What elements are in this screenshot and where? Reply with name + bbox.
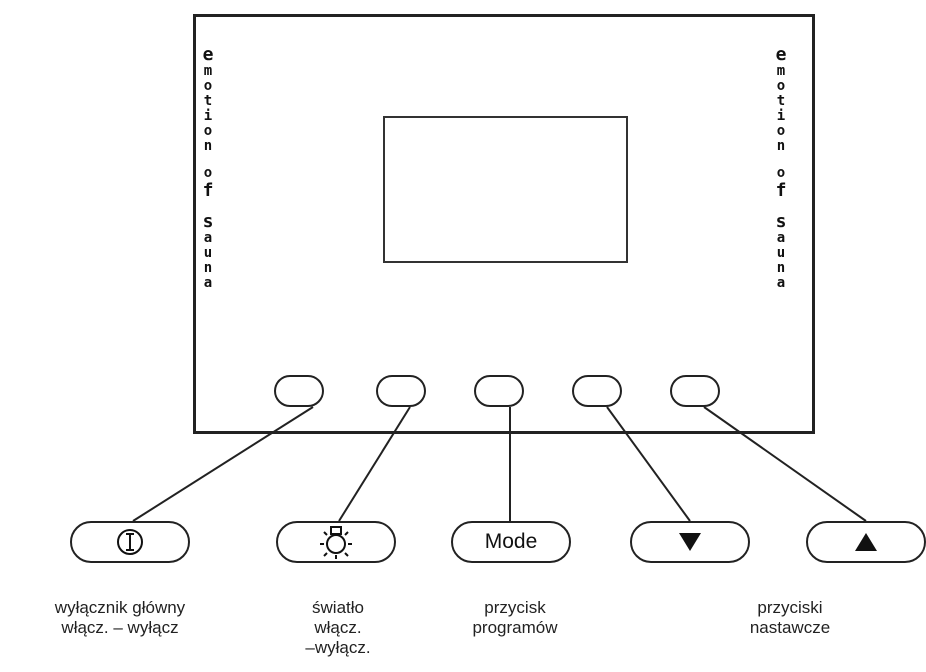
caption-light-line-3: –wyłącz. (305, 638, 371, 657)
display-screen (383, 116, 628, 263)
brand-right-letter: t (776, 93, 786, 109)
caption-power-line-2: włącz. – wyłącz (61, 618, 179, 637)
brand-right-letter: u (776, 245, 786, 261)
brand-left-letter: t (203, 93, 213, 109)
brand-left-letter: n (203, 260, 213, 276)
up-key[interactable] (806, 521, 926, 563)
caption-light-line-1: światło (312, 598, 364, 617)
caption-mode-line-2: programów (472, 618, 558, 637)
caption-arrows: przyciski nastawcze (720, 598, 860, 638)
mode-key[interactable]: Mode (451, 521, 571, 563)
caption-mode: przycisk programów (445, 598, 585, 638)
caption-power-line-1: wyłącznik główny (54, 598, 186, 617)
mode-key-label: Mode (484, 530, 538, 553)
panel-button-down[interactable] (572, 375, 622, 407)
down-key[interactable] (630, 521, 750, 563)
brand-left-letter: a (203, 230, 213, 246)
caption-arrows-line-2: nastawcze (749, 618, 831, 637)
brand-left-letter: o (203, 165, 213, 181)
brand-right-letter: a (776, 230, 786, 246)
power-icon (117, 529, 143, 555)
caption-light-line-2: włącz. (314, 618, 362, 637)
panel-button-up[interactable] (670, 375, 720, 407)
brand-right-letter: o (776, 78, 786, 94)
triangle-up-icon (855, 533, 877, 551)
panel-button-power[interactable] (274, 375, 324, 407)
brand-left-letter: s (202, 211, 214, 232)
brand-right-letter: i (776, 108, 786, 124)
brand-right-letter: m (776, 63, 786, 79)
panel-button-light[interactable] (376, 375, 426, 407)
caption-light: światło włącz. –wyłącz. (278, 598, 398, 658)
brand-left-letter: i (203, 108, 213, 124)
caption-mode-line-1: przycisk (484, 598, 546, 617)
panel-button-mode[interactable] (474, 375, 524, 407)
brand-left-letter: f (202, 180, 214, 201)
caption-arrows-line-1: przyciski (757, 598, 823, 617)
brand-left-letter: n (203, 138, 213, 154)
brand-right-letter: s (775, 211, 787, 232)
brand-right-letter: n (776, 260, 786, 276)
triangle-down-icon (679, 533, 701, 551)
brand-right-letter: o (776, 165, 786, 181)
brand-right-letter: a (776, 275, 786, 291)
brand-right-letter: f (775, 180, 787, 201)
brand-right-letter: e (775, 44, 787, 65)
brand-left-letter: m (203, 63, 213, 79)
caption-power: wyłącznik główny włącz. – wyłącz (10, 598, 230, 638)
power-key[interactable] (70, 521, 190, 563)
brand-right-letter: n (776, 138, 786, 154)
brand-right-letter: o (776, 123, 786, 139)
light-bulb-icon (320, 526, 352, 559)
light-key[interactable] (276, 521, 396, 563)
brand-left-letter: e (202, 44, 214, 65)
brand-left-letter: a (203, 275, 213, 291)
brand-left-letter: o (203, 123, 213, 139)
brand-left-letter: o (203, 78, 213, 94)
brand-left-letter: u (203, 245, 213, 261)
